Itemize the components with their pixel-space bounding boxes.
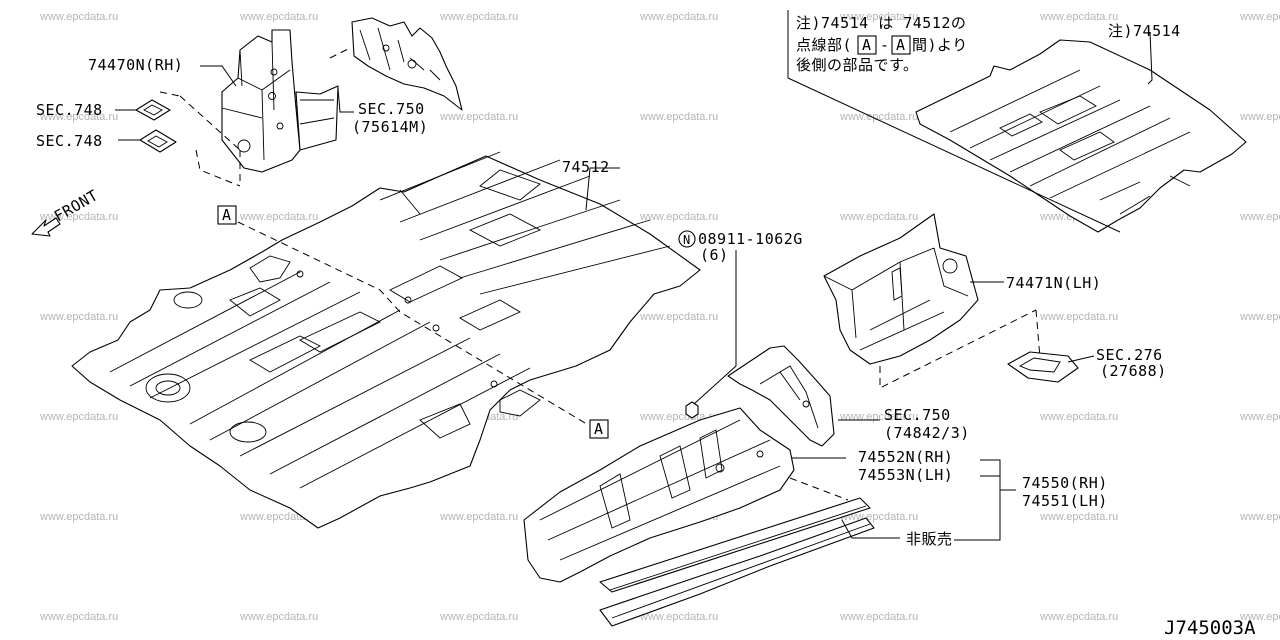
- callout-sec276: SEC.276: [1096, 346, 1163, 364]
- callout-sec748-a: SEC.748: [36, 101, 103, 119]
- callout-not-for-sale: 非販売: [906, 530, 953, 548]
- front-floor-74512-drawing: [71, 151, 701, 529]
- note-marker-a2-box: [891, 35, 911, 55]
- callout-74552n: 74552N(RH): [858, 448, 953, 466]
- watermark-text: www.epcdata.ru: [839, 111, 918, 123]
- watermark-text: www.epcdata.ru: [39, 211, 118, 223]
- marker-a-right-box: [589, 419, 609, 439]
- watermark-text: www.epcdata.ru: [839, 611, 918, 623]
- watermark-text: www.epcdata.ru: [39, 611, 118, 623]
- watermark-text: www.epcdata.ru: [639, 611, 718, 623]
- note-line-2-mid: -: [880, 36, 890, 54]
- watermark-text: www.epcdata.ru: [1039, 11, 1118, 23]
- note-line-3: 後側の部品です。: [796, 56, 919, 74]
- watermark-text: www.epcdata.ru: [39, 111, 118, 123]
- sec750-mid-drawing: [727, 345, 835, 447]
- callout-74514: 注)74514: [1108, 22, 1181, 40]
- watermark-text: www.epcdata.ru: [39, 511, 118, 523]
- nut-symbol-circle: [678, 230, 696, 248]
- watermark-text: www.epcdata.ru: [1239, 311, 1280, 323]
- watermark-text: www.epcdata.ru: [839, 11, 918, 23]
- bracket-74470n-drawing: [221, 29, 339, 173]
- front-arrow-icon: [31, 217, 61, 237]
- watermark-text: www.epcdata.ru: [639, 211, 718, 223]
- callout-sec750-top: SEC.750: [358, 100, 425, 118]
- note-marker-a1: A: [862, 36, 872, 54]
- note-line-1: 注)74514 は 74512の: [796, 14, 966, 32]
- watermark-text: www.epcdata.ru: [439, 611, 518, 623]
- marker-a-right: A: [594, 420, 604, 438]
- watermark-text: www.epcdata.ru: [1239, 111, 1280, 123]
- watermark-text: www.epcdata.ru: [439, 11, 518, 23]
- watermark-text: www.epcdata.ru: [39, 411, 118, 423]
- marker-a-left-box: [217, 205, 237, 225]
- sec276-drawing: [1007, 351, 1079, 383]
- watermark-text: www.epcdata.ru: [1239, 611, 1280, 623]
- sec750-top-drawing: [351, 17, 463, 111]
- callout-sec750-mid-sub: (74842/3): [884, 424, 970, 442]
- watermark-text: www.epcdata.ru: [1039, 411, 1118, 423]
- watermark-text: www.epcdata.ru: [1039, 511, 1118, 523]
- callout-08911: 08911-1062G: [698, 230, 803, 248]
- callout-sec748-b: SEC.748: [36, 132, 103, 150]
- watermark-text: www.epcdata.ru: [1239, 411, 1280, 423]
- seal-sec748-b-drawing: [139, 129, 177, 153]
- watermark-text: www.epcdata.ru: [639, 111, 718, 123]
- watermark-text: www.epcdata.ru: [39, 311, 118, 323]
- watermark-text: www.epcdata.ru: [439, 511, 518, 523]
- nut-symbol: N: [683, 233, 690, 247]
- note-line-2-pre: 点線部(: [796, 36, 852, 54]
- bracket-74471n-drawing: [823, 213, 979, 365]
- watermark-text: www.epcdata.ru: [839, 211, 918, 223]
- watermark-text: www.epcdata.ru: [39, 11, 118, 23]
- watermark-text: www.epcdata.ru: [239, 211, 318, 223]
- rear-floor-74514-drawing: [915, 39, 1247, 233]
- watermark-text: www.epcdata.ru: [1039, 311, 1118, 323]
- watermark-text: www.epcdata.ru: [1039, 611, 1118, 623]
- watermark-text: www.epcdata.ru: [1239, 11, 1280, 23]
- watermark-text: www.epcdata.ru: [1239, 511, 1280, 523]
- callout-74471n: 74471N(LH): [1006, 274, 1101, 292]
- note-line-2-post: 間)より: [912, 36, 968, 54]
- note-marker-a1-box: [857, 35, 877, 55]
- leader-lines: [115, 31, 1153, 541]
- callout-08911-qty: (6): [700, 246, 729, 264]
- note-marker-a2: A: [896, 36, 906, 54]
- watermark-text: www.epcdata.ru: [639, 311, 718, 323]
- callout-sec750-top-sub: (75614M): [352, 118, 428, 136]
- callout-sec276-sub: (27688): [1100, 362, 1167, 380]
- watermark-text: www.epcdata.ru: [1239, 211, 1280, 223]
- callout-74550: 74550(RH): [1022, 474, 1108, 492]
- marker-a-left: A: [222, 206, 232, 224]
- sill-strip-drawing: [599, 497, 875, 627]
- watermark-text: www.epcdata.ru: [239, 11, 318, 23]
- callout-74553n: 74553N(LH): [858, 466, 953, 484]
- watermark-text: www.epcdata.ru: [439, 111, 518, 123]
- callout-74470n: 74470N(RH): [88, 56, 183, 74]
- sill-74552n-drawing: [523, 407, 795, 583]
- nut-08911-drawing: [685, 401, 699, 419]
- watermark-text: www.epcdata.ru: [639, 11, 718, 23]
- callout-sec750-mid: SEC.750: [884, 406, 951, 424]
- watermark-text: www.epcdata.ru: [239, 611, 318, 623]
- callout-74512: 74512: [562, 158, 610, 176]
- diagram-id: J745003A: [1164, 617, 1256, 639]
- callout-74551: 74551(LH): [1022, 492, 1108, 510]
- seal-sec748-a-drawing: [135, 99, 171, 121]
